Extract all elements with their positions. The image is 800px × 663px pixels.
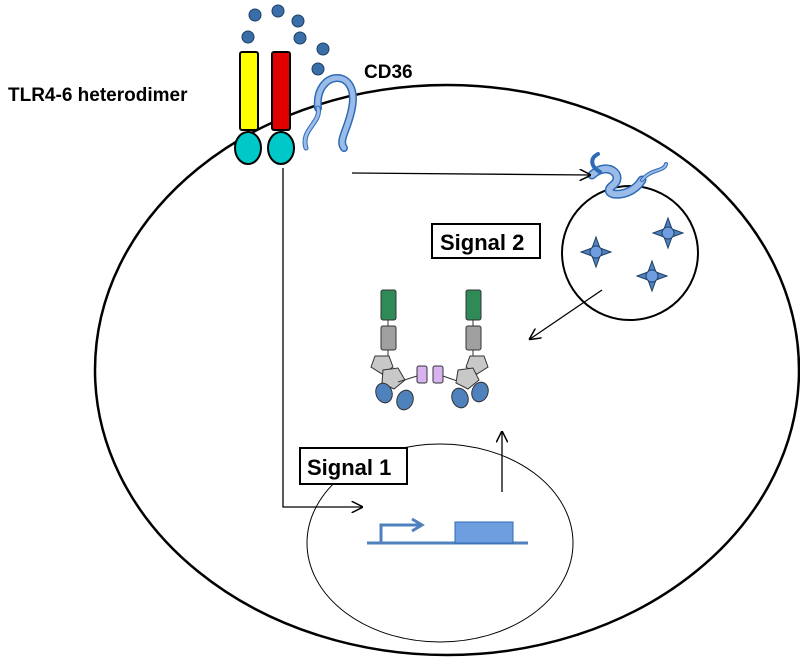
caspase-right-1 [451,387,469,409]
ligand-dot [311,62,325,76]
ligand-dot [271,4,285,18]
signal2-box [431,223,541,259]
tlr6-tir-domain [267,131,295,165]
ligand-dot [293,31,307,45]
star-crystal-icon [635,259,669,293]
caspase-right-2 [471,381,489,403]
arrow-cd36-internalization [351,173,590,175]
nucleus [306,443,574,643]
gene-box [454,521,514,544]
signal2-label: Signal 2 [440,230,524,255]
caspase-left-2 [396,389,414,411]
cell-membrane [93,83,800,657]
arrow-signal1-path [282,168,362,507]
cd36-receptor [302,74,357,152]
ligand-dot [291,14,305,28]
gene-locus [367,517,528,545]
star-crystal-icon [579,235,613,269]
asc-left [416,365,428,384]
tlr4-ectodomain [239,51,259,131]
inflammasome-complex [370,289,489,411]
pyrin-right-2 [455,367,480,390]
nlr-nacht-right [465,325,482,351]
crystal-particles [579,216,685,293]
pyrin-left-2 [381,367,406,390]
asc-right [432,365,444,384]
star-crystal-icon [651,216,685,250]
ligand-dot [248,8,262,22]
ligand-dots [241,4,330,76]
pathway-arrows [282,168,603,507]
caspase-left-1 [375,382,393,404]
nlr-nacht-left [380,325,397,351]
tlr4-6-heterodimer [234,51,295,165]
transcription-arrow-icon [379,523,420,543]
nlr-lrr-right [465,289,482,321]
signal1-box [299,447,408,485]
nlr-lrr-left [380,289,397,321]
tlr-label: TLR4-6 heterodimer [8,85,188,106]
tlr4-tir-domain [234,131,262,165]
arrow-phagosome-to-inflammasome [530,289,603,339]
signal1-label: Signal 1 [307,455,391,480]
ligand-dot [241,30,255,44]
tlr6-ectodomain [271,51,291,131]
internalized-cd36 [587,152,668,199]
cd36-label: CD36 [364,62,413,83]
ligand-dot [316,42,330,56]
